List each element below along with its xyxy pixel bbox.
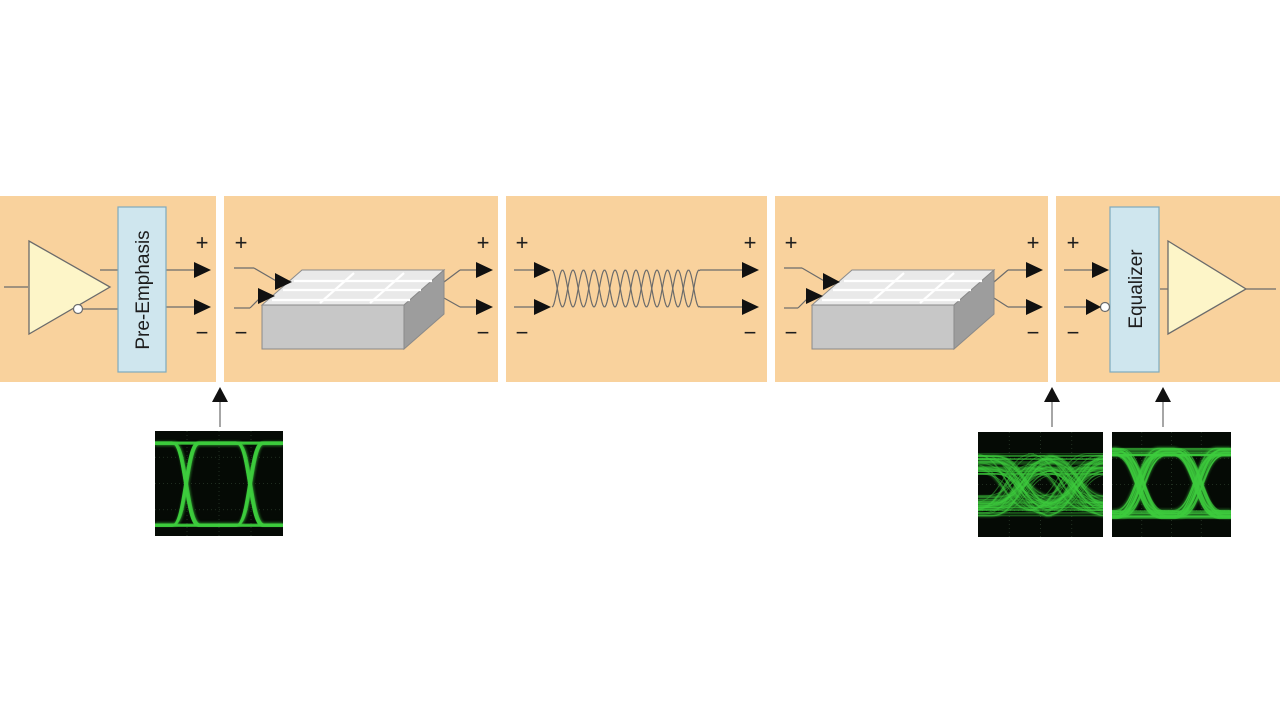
cable-panel xyxy=(506,196,767,382)
arrowhead xyxy=(1086,299,1101,315)
arrowhead xyxy=(194,299,211,315)
minus-sign: − xyxy=(1027,320,1040,345)
inverting-output-bubble xyxy=(72,303,84,315)
arrowhead xyxy=(258,288,275,304)
arrowhead xyxy=(476,299,493,315)
minus-sign: − xyxy=(477,320,490,345)
probe-arrow-up-icon xyxy=(1044,387,1060,402)
eye-diagram-channel-output xyxy=(978,432,1103,537)
probe-arrow-up-icon xyxy=(1155,387,1171,402)
plus-sign: + xyxy=(744,230,757,255)
arrowhead xyxy=(1026,262,1043,278)
rx-connector xyxy=(810,268,996,351)
plus-sign: + xyxy=(516,230,529,255)
minus-sign: − xyxy=(235,320,248,345)
plus-sign: + xyxy=(785,230,798,255)
arrowhead xyxy=(476,262,493,278)
pre-emphasis-block: Pre-Emphasis xyxy=(117,206,167,373)
polarity-markers: + − + − + − + − + − + − + − + − xyxy=(196,230,1080,345)
minus-sign: − xyxy=(744,320,757,345)
arrowhead xyxy=(194,262,211,278)
eye-diagram-equalized-output xyxy=(1112,432,1231,537)
arrowhead xyxy=(823,273,840,290)
plus-sign: + xyxy=(1027,230,1040,255)
arrowhead xyxy=(806,288,823,304)
probe-arrow-up-icon xyxy=(212,387,228,402)
equalizer-label: Equalizer xyxy=(1126,249,1147,329)
arrowhead xyxy=(534,299,551,315)
tx-connector xyxy=(260,268,446,351)
plus-sign: + xyxy=(1067,230,1080,255)
plus-sign: + xyxy=(235,230,248,255)
plus-sign: + xyxy=(196,230,209,255)
arrowhead xyxy=(534,262,551,278)
rx-receiver-amplifier xyxy=(1167,239,1248,336)
arrowhead xyxy=(1026,299,1043,315)
arrowhead xyxy=(275,273,292,290)
probe-arrows xyxy=(212,387,1171,427)
minus-sign: − xyxy=(1067,320,1080,345)
minus-sign: − xyxy=(785,320,798,345)
minus-sign: − xyxy=(196,320,209,345)
eye-diagram-transmit-output xyxy=(155,431,283,536)
equalizer-block: Equalizer xyxy=(1109,206,1160,373)
tx-driver-amplifier xyxy=(28,239,112,336)
arrowhead xyxy=(742,262,759,278)
plus-sign: + xyxy=(477,230,490,255)
arrowhead xyxy=(1092,262,1109,278)
rx-inverting-input-bubble xyxy=(1099,301,1111,313)
signal-arrowheads xyxy=(194,262,1109,315)
minus-sign: − xyxy=(516,320,529,345)
arrowhead xyxy=(742,299,759,315)
twisted-pair-cable xyxy=(551,269,701,308)
pre-emphasis-label: Pre-Emphasis xyxy=(133,230,154,349)
